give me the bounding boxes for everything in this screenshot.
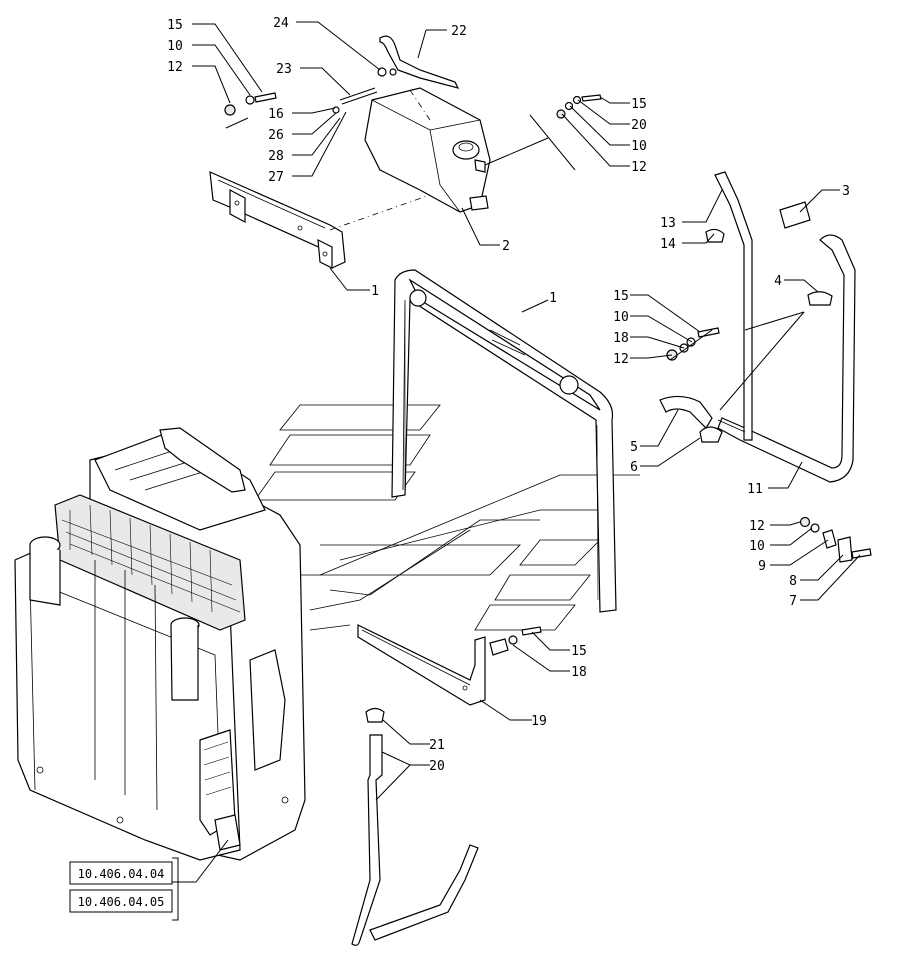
callout-12-r: 12 (749, 519, 765, 534)
explosion-guide-lines (254, 404, 640, 631)
reference-box-2 (69, 889, 173, 913)
callout-15-bottom: 15 (571, 644, 587, 659)
callout-10-tr: 10 (631, 139, 647, 154)
top-mounting-bracket (209, 171, 346, 269)
callout-1-top: 1 (371, 284, 379, 299)
callout-16-top: 16 (268, 107, 284, 122)
callout-23: 23 (276, 62, 292, 77)
radiator-frame (391, 269, 617, 613)
callout-1-mid: 1 (549, 291, 557, 306)
bottom-bracket (357, 624, 542, 706)
callout-14: 14 (660, 237, 676, 252)
callout-4: 4 (774, 274, 782, 289)
callout-15-top: 15 (167, 18, 183, 33)
middle-fasteners (666, 327, 720, 361)
callout-15-tr: 15 (631, 97, 647, 112)
callout-20-bottom: 20 (429, 759, 445, 774)
reference-code-1: 10.406.04.04 (78, 867, 165, 881)
callout-22: 22 (451, 24, 467, 39)
right-fasteners (799, 516, 872, 563)
leader-lines (172, 21, 861, 921)
callout-11: 11 (747, 482, 763, 497)
callout-26: 26 (268, 128, 284, 143)
callout-12-mid: 12 (613, 352, 629, 367)
callout-10-top: 10 (167, 39, 183, 54)
callout-labels: 15 10 12 24 22 23 16 26 28 27 1 2 15 20 … (167, 16, 850, 774)
right-hoses (659, 171, 856, 483)
callout-13: 13 (660, 216, 676, 231)
callout-28: 28 (268, 149, 284, 164)
callout-10-r: 10 (749, 539, 765, 554)
callout-18-bottom: 18 (571, 665, 587, 680)
callout-19: 19 (531, 714, 547, 729)
callout-12-tr: 12 (631, 160, 647, 175)
callout-5: 5 (630, 440, 638, 455)
expansion-tank (329, 87, 491, 231)
callout-10-mid: 10 (613, 310, 629, 325)
callout-7: 7 (789, 594, 797, 609)
callout-12-top: 12 (167, 60, 183, 75)
callout-9: 9 (758, 559, 766, 574)
radiator-assembly (14, 427, 306, 861)
callout-21: 21 (429, 738, 445, 753)
top-right-fasteners (484, 94, 602, 171)
reference-code-2: 10.406.04.05 (78, 895, 165, 909)
drain-hose (351, 707, 479, 946)
callout-6: 6 (630, 460, 638, 475)
callout-15-mid: 15 (613, 289, 629, 304)
top-left-fasteners (224, 92, 277, 129)
callout-18-mid: 18 (613, 331, 629, 346)
callout-2: 2 (502, 239, 510, 254)
callout-8: 8 (789, 574, 797, 589)
callout-3: 3 (842, 184, 850, 199)
callout-24: 24 (273, 16, 289, 31)
callout-20-tr: 20 (631, 118, 647, 133)
reference-box-1 (69, 861, 173, 885)
reference-boxes: 10.406.04.04 10.406.04.05 (69, 861, 173, 913)
callout-27: 27 (268, 170, 284, 185)
